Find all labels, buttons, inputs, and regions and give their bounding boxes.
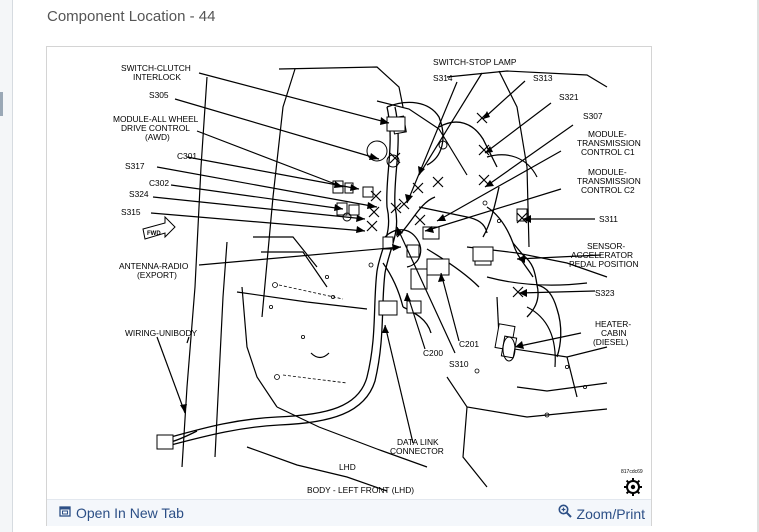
- label-module-tc2: TRANSMISSION: [577, 176, 641, 186]
- leader-lines: [150, 72, 602, 444]
- page-title: Component Location - 44: [47, 8, 216, 25]
- dashed-reference-lines: [272, 282, 348, 384]
- gutter-marker: [0, 92, 3, 116]
- label-c200: C200: [423, 348, 443, 358]
- label-s310: S310: [449, 359, 469, 369]
- diagram-footer: Open In New Tab Zoom/Print: [47, 499, 651, 526]
- zoom-print-label: Zoom/Print: [576, 505, 645, 522]
- label-switch-stop-lamp: SWITCH-STOP LAMP: [433, 57, 517, 67]
- label-antenna-radio: (EXPORT): [137, 270, 177, 280]
- diagram-panel: SWITCH-CLUTCH INTERLOCK S305 MODULE-ALL …: [46, 46, 652, 526]
- left-gutter: [0, 0, 13, 532]
- label-switch-clutch: INTERLOCK: [133, 72, 181, 82]
- splice-marks: [366, 112, 528, 298]
- gear-icon[interactable]: [624, 478, 642, 496]
- label-module-awd: (AWD): [145, 132, 170, 142]
- label-sensor-accelerator: ACCELERATOR: [571, 250, 633, 260]
- svg-text:FWD: FWD: [147, 231, 161, 237]
- label-antenna-radio: ANTENNA-RADIO: [119, 261, 189, 271]
- label-module-awd: DRIVE CONTROL: [121, 123, 190, 133]
- callout-labels: SWITCH-CLUTCH INTERLOCK S305 MODULE-ALL …: [113, 57, 643, 495]
- label-s321: S321: [559, 92, 579, 102]
- leader-arrowheads: [180, 111, 531, 413]
- label-switch-clutch: SWITCH-CLUTCH: [121, 63, 191, 73]
- zoom-icon: [558, 504, 572, 523]
- label-s323: S323: [595, 288, 615, 298]
- label-data-link-connector: DATA LINK: [397, 437, 439, 447]
- label-s315: S315: [121, 207, 141, 217]
- label-module-tc1: TRANSMISSION: [577, 138, 641, 148]
- harness-components: [156, 115, 528, 450]
- open-in-new-tab-label: Open In New Tab: [76, 505, 184, 521]
- fwd-arrow-icon: FWD: [142, 215, 176, 240]
- label-lhd: LHD: [339, 462, 356, 472]
- label-module-tc2: CONTROL C2: [581, 185, 635, 195]
- open-in-new-tab-icon: [59, 504, 71, 522]
- label-heater-cabin: (DIESEL): [593, 337, 629, 347]
- label-s314: S314: [433, 73, 453, 83]
- label-heater-cabin: CABIN: [601, 328, 627, 338]
- label-module-awd: MODULE-ALL WHEEL: [113, 114, 199, 124]
- label-s305: S305: [149, 90, 169, 100]
- label-sensor-accelerator: SENSOR-: [587, 241, 625, 251]
- label-module-tc2: MODULE-: [588, 167, 627, 177]
- label-data-link-connector: CONNECTOR: [390, 446, 444, 456]
- label-wiring-unibody: WIRING-UNIBODY: [125, 328, 198, 338]
- label-s313: S313: [533, 73, 553, 83]
- label-s311: S311: [599, 214, 618, 224]
- label-module-tc1: CONTROL C1: [581, 147, 635, 157]
- zoom-print-link[interactable]: Zoom/Print: [558, 504, 645, 523]
- wiring-diagram[interactable]: SWITCH-CLUTCH INTERLOCK S305 MODULE-ALL …: [47, 47, 651, 499]
- open-in-new-tab-link[interactable]: Open In New Tab: [59, 504, 184, 522]
- label-s307: S307: [583, 111, 603, 121]
- right-edge: [757, 0, 759, 532]
- label-s317: S317: [125, 161, 145, 171]
- harness-clips: [342, 140, 516, 362]
- label-module-tc1: MODULE-: [588, 129, 627, 139]
- label-heater-cabin: HEATER-: [595, 319, 631, 329]
- label-c201: C201: [459, 339, 479, 349]
- label-c302: C302: [149, 178, 169, 188]
- diagram-code: 817cdc69: [621, 469, 643, 475]
- wiring-harness: [166, 101, 562, 446]
- diagram-caption: BODY - LEFT FRONT (LHD): [307, 485, 414, 495]
- label-c301: C301: [177, 151, 197, 161]
- label-sensor-accelerator: PEDAL POSITION: [569, 259, 639, 269]
- label-s324: S324: [129, 189, 149, 199]
